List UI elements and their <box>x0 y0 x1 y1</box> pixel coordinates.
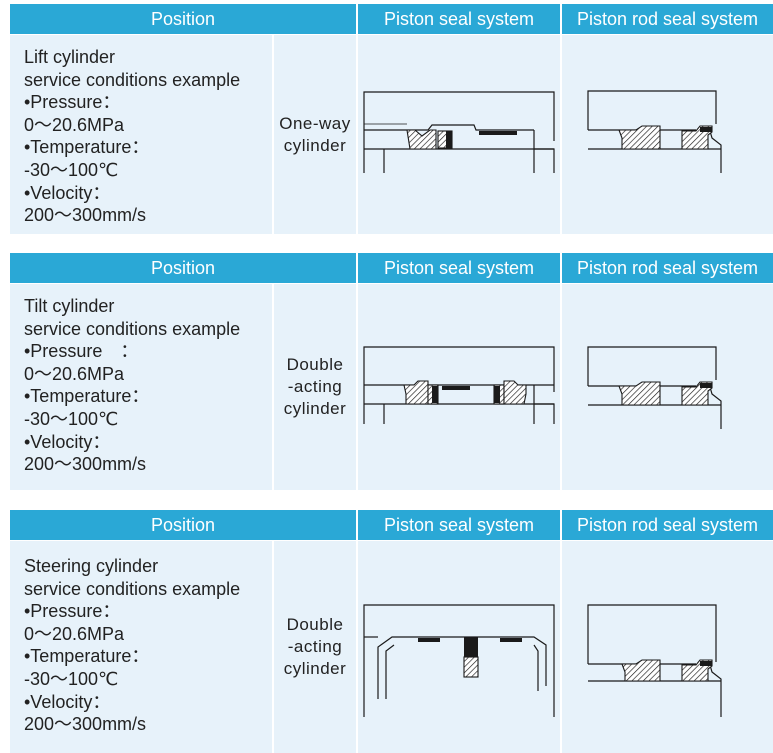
seal-table-tilt: Position Piston seal system Piston rod s… <box>10 253 773 490</box>
rod-seal-header: Piston rod seal system <box>562 510 773 540</box>
service-conditions: Steering cylinder service conditions exa… <box>10 541 272 753</box>
rod-seal-diagram <box>562 541 773 753</box>
position-header: Position <box>10 253 356 283</box>
position-header: Position <box>10 4 356 34</box>
service-conditions: Tilt cylinder service conditions example… <box>10 284 272 490</box>
service-conditions: Lift cylinder service conditions example… <box>10 35 272 234</box>
rod-seal-header: Piston rod seal system <box>562 4 773 34</box>
seal-table-steering: Position Piston seal system Piston rod s… <box>10 510 773 753</box>
double-acting-piston-seal-diagram <box>358 284 560 490</box>
position-header: Position <box>10 510 356 540</box>
rod-seal-header: Piston rod seal system <box>562 253 773 283</box>
piston-seal-header: Piston seal system <box>358 4 560 34</box>
piston-seal-header: Piston seal system <box>358 253 560 283</box>
compact-piston-seal-diagram <box>358 541 560 753</box>
piston-seal-header: Piston seal system <box>358 510 560 540</box>
rod-seal-diagram <box>562 284 773 490</box>
one-way-piston-seal-diagram <box>358 35 560 234</box>
seal-table-lift: Position Piston seal system Piston rod s… <box>10 4 773 234</box>
rod-seal-diagram <box>562 35 773 234</box>
